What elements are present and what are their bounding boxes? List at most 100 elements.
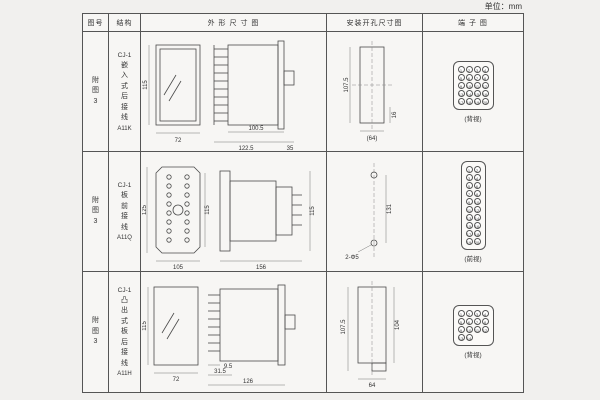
- terminal-5: 5: [457, 318, 465, 325]
- outline-cell: 115 72 100.5 122.5 35: [141, 32, 327, 152]
- terminal-13: 13: [465, 213, 473, 221]
- dim-side-length: 156: [255, 265, 266, 271]
- dim-install-height: 107.5: [341, 319, 347, 335]
- terminal-19: 19: [473, 97, 481, 105]
- terminal-view-label: (背视): [464, 352, 482, 359]
- dim-install-inner-height: 104: [395, 319, 401, 330]
- install-cell: 107.5 16 (64): [327, 32, 423, 152]
- col-header-terminal-label: 端 子 图: [458, 19, 488, 27]
- terminal-11: 11: [473, 81, 481, 89]
- terminal-18: 18: [465, 97, 473, 105]
- dim-front-width: 105: [172, 265, 183, 271]
- figure-number: 附图3: [92, 317, 99, 346]
- hole-spec-label: 2-Φ5: [345, 255, 359, 261]
- terminal-10: 10: [465, 81, 473, 89]
- col-header-outline-label: 外 形 尺 寸 图: [207, 19, 260, 27]
- structure-cell: CJ-1 板前接线 A11Q: [109, 152, 141, 272]
- structure-label: 板前接线: [121, 192, 128, 231]
- terminal-20: 20: [481, 97, 489, 105]
- outline-cell: 115 72 9.5 31.5 126: [141, 272, 327, 392]
- model-label: CJ-1: [117, 182, 132, 189]
- terminal-2: 2: [465, 310, 473, 317]
- install-drawing-a11h: 107.5 104 64: [341, 281, 401, 389]
- terminal-2: 2: [473, 165, 481, 173]
- terminal-7: 7: [465, 189, 473, 197]
- terminal-view-label: (前视): [464, 255, 482, 263]
- terminal-4: 4: [481, 310, 489, 317]
- structure-label: 嵌入式后接线: [121, 61, 128, 122]
- terminal-15: 15: [473, 89, 481, 97]
- terminal-17: 17: [465, 229, 473, 237]
- col-header-struct: 结构: [109, 14, 141, 32]
- dim-total-length: 126: [242, 379, 253, 385]
- col-header-outline: 外 形 尺 寸 图: [141, 14, 327, 32]
- outline-drawing-a11q: 125 115 105 156 115: [142, 166, 316, 271]
- dim-total-width: 122.5: [238, 146, 254, 151]
- terminal-6: 6: [465, 318, 473, 325]
- terminal-7: 7: [473, 73, 481, 81]
- dim-pin-total: 31.5: [214, 369, 226, 375]
- terminal-10: 10: [473, 197, 481, 205]
- terminal-9: 9: [457, 81, 465, 89]
- terminal-1: 1: [465, 165, 473, 173]
- terminal-6: 6: [473, 181, 481, 189]
- dim-side-height: 115: [310, 205, 316, 215]
- terminal-10: 10: [465, 326, 473, 333]
- terminal-5: 5: [465, 181, 473, 189]
- structure-cell: CJ-1 凸出式板后接线 A11H: [109, 272, 141, 392]
- terminal-11: 11: [465, 205, 473, 213]
- dim-flange-width: 35: [286, 146, 293, 151]
- outline-drawing-a11h: 115 72 9.5 31.5 126: [142, 284, 295, 386]
- dim-front-height: 125: [142, 204, 148, 215]
- dim-install-width: (64): [366, 136, 377, 142]
- terminal-12: 12: [481, 326, 489, 333]
- terminal-20: 20: [473, 237, 481, 245]
- col-header-install: 安装开孔尺寸图: [327, 14, 423, 32]
- terminal-14: 14: [473, 213, 481, 221]
- terminal-view-label: (背视): [464, 115, 482, 123]
- terminal-6: 6: [465, 73, 473, 81]
- terminal-1: 1: [457, 65, 465, 73]
- terminal-14: 14: [465, 334, 473, 341]
- structure-cell: CJ-1 嵌入式后接线 A11K: [109, 32, 141, 152]
- dim-pin-length: 9.5: [223, 364, 232, 370]
- terminal-7: 7: [473, 318, 481, 325]
- figure-number: 附图3: [92, 196, 99, 225]
- install-drawing-a11k: 107.5 16 (64): [344, 40, 398, 142]
- terminal-4: 4: [473, 173, 481, 181]
- outline-cell: 125 115 105 156 115: [141, 152, 327, 272]
- terminal-15: 15: [465, 221, 473, 229]
- terminal-14: 14: [465, 89, 473, 97]
- terminal-19: 19: [465, 237, 473, 245]
- dim-front-width: 72: [172, 377, 179, 383]
- terminal-5: 5: [457, 73, 465, 81]
- terminal-8: 8: [473, 189, 481, 197]
- terminal-17: 17: [457, 97, 465, 105]
- model-label: CJ-1: [117, 286, 132, 294]
- model-label: CJ-1: [117, 51, 132, 59]
- dim-front-height: 115: [142, 321, 148, 331]
- terminal-11: 11: [473, 326, 481, 333]
- terminal-16: 16: [473, 221, 481, 229]
- install-drawing-a11q: 131 2-Φ5: [345, 162, 393, 261]
- install-cell: 131 2-Φ5: [327, 152, 423, 272]
- terminal-8: 8: [481, 318, 489, 325]
- figure-number-cell: 附图3: [83, 32, 109, 152]
- terminal-3: 3: [473, 65, 481, 73]
- dim-inner-height: 115: [205, 204, 211, 214]
- terminal-9: 9: [465, 197, 473, 205]
- col-header-fig: 图号: [83, 14, 109, 32]
- terminal-1: 1: [457, 310, 465, 317]
- col-header-fig-label: 图号: [87, 19, 104, 27]
- terminal-2: 2: [465, 65, 473, 73]
- dim-install-height: 131: [387, 203, 393, 214]
- terminal-12: 12: [481, 81, 489, 89]
- dim-front-height: 115: [143, 79, 149, 89]
- terminal-13: 13: [457, 89, 465, 97]
- figure-number-cell: 附图3: [83, 272, 109, 392]
